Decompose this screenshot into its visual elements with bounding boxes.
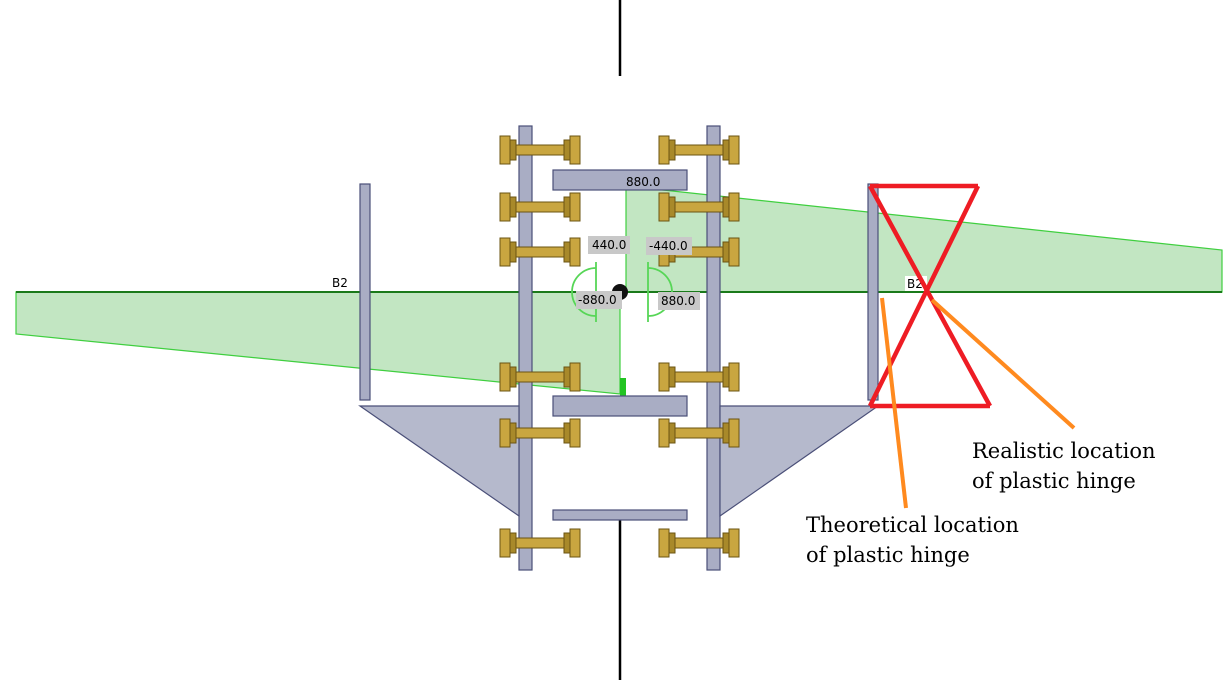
annotation-realistic-line2: of plastic hinge [972,469,1136,493]
column-flange-left [518,125,533,571]
value-label-neg880: -880.0 [578,293,617,307]
stiffener-bottom [552,509,688,521]
bolt [658,528,740,558]
pointer-theoretical [880,297,908,509]
bolt [658,418,740,448]
annotation-theoretical-line1: Theoretical location [806,513,1019,537]
beam-label-left: B2 [332,276,348,290]
plastic-hinge-marker [867,183,992,409]
bolt [658,135,740,165]
value-label-440: 440.0 [592,238,626,252]
stiffener-middle [552,395,688,417]
value-label-top: 880.0 [626,175,660,189]
moment-marker-bottom [620,378,626,396]
bolt [499,192,581,222]
bolt [499,418,581,448]
bolt-group [499,135,740,558]
end-plate-right [867,183,879,401]
stiffener-top [552,169,688,191]
bolt [499,528,581,558]
column-flange-right [706,125,721,571]
bolt [499,237,581,267]
bolt [499,135,581,165]
beam-label-right: B2 [907,277,923,291]
bolt [499,362,581,392]
annotation-theoretical-line2: of plastic hinge [806,543,970,567]
value-label-neg440: -440.0 [649,239,688,253]
end-plate-left [359,183,371,401]
pointer-realistic [930,298,1076,430]
bolt [658,362,740,392]
bolt [658,192,740,222]
haunch-left [358,405,520,518]
value-label-880: 880.0 [661,294,695,308]
annotation-realistic-line1: Realistic location [972,439,1156,463]
haunch-right [719,405,880,518]
